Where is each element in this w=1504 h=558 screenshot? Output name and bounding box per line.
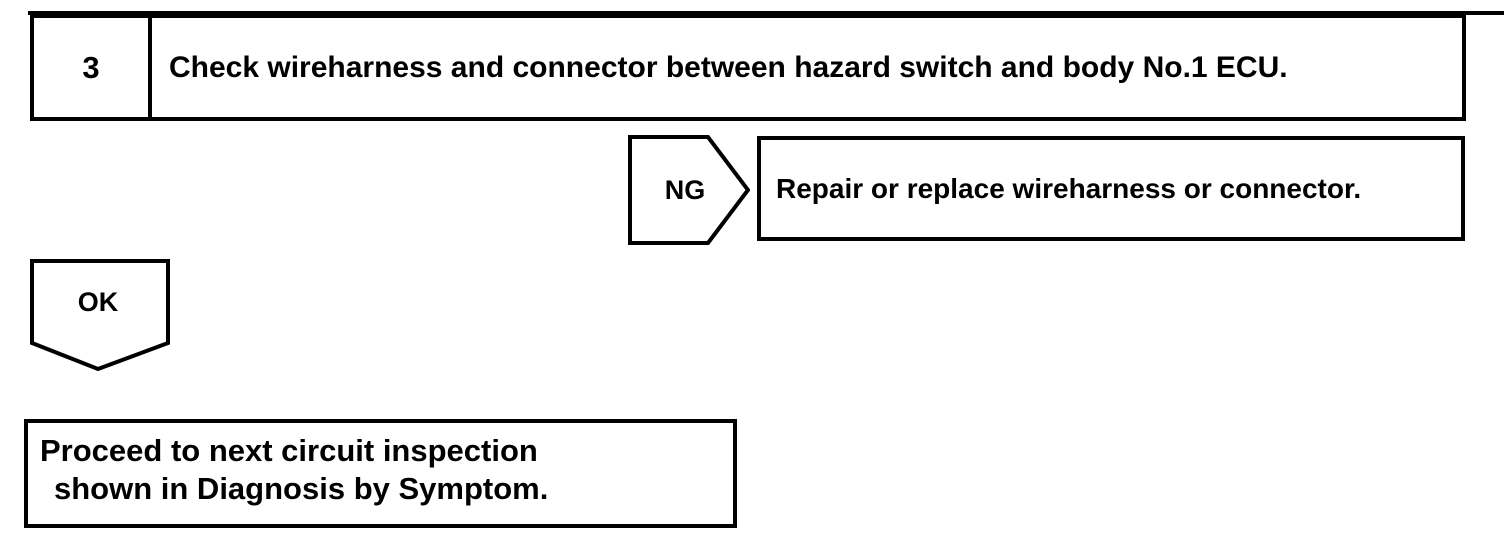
step-box: 3 Check wireharness and connector betwee… [30, 14, 1466, 121]
ng-branch-pentagon-icon [628, 135, 750, 245]
ok-branch-pentagon-icon [30, 259, 170, 372]
step-number: 3 [34, 18, 152, 117]
step-instruction: Check wireharness and connector between … [169, 50, 1288, 84]
ng-action-box: Repair or replace wireharness or connect… [757, 136, 1465, 241]
ng-action-text: Repair or replace wireharness or connect… [776, 172, 1362, 204]
ng-label: NG [664, 174, 706, 205]
ok-result-line2: shown in Diagnosis by Symptom. [54, 471, 549, 506]
ok-label: OK [77, 286, 119, 317]
top-rule-line [28, 11, 1504, 15]
ok-result-line1: Proceed to next circuit inspection [40, 433, 538, 468]
ok-result-box: Proceed to next circuit inspection shown… [24, 419, 737, 528]
